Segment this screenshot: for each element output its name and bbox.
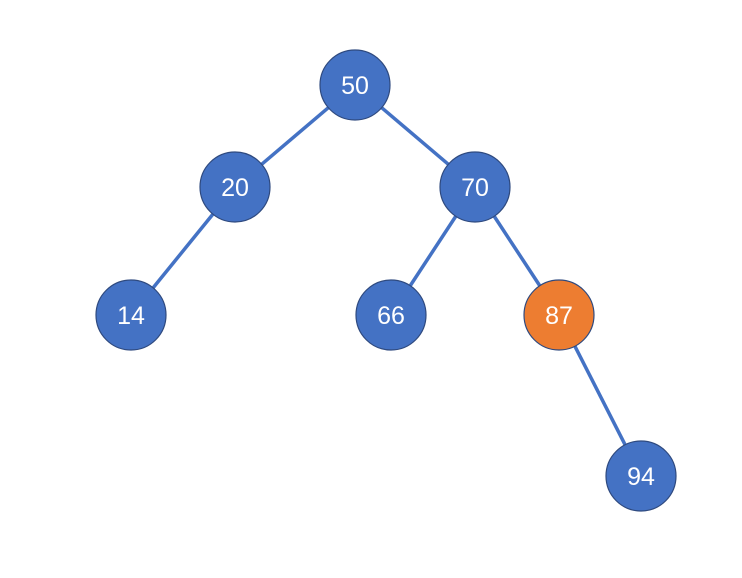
edge-87-94 xyxy=(573,345,627,446)
node-circle xyxy=(95,279,167,351)
tree-node-94: 94 xyxy=(605,440,677,512)
tree-node-50: 50 xyxy=(319,49,391,121)
node-label: 20 xyxy=(221,174,249,202)
node-label: 50 xyxy=(341,72,369,100)
node-circle xyxy=(355,279,427,351)
node-circle xyxy=(605,440,677,512)
nodes-layer: 50 20 70 14 66 87 94 xyxy=(95,49,677,512)
node-label: 14 xyxy=(117,302,145,330)
tree-node-14: 14 xyxy=(95,279,167,351)
edge-50-70 xyxy=(380,106,450,166)
node-circle xyxy=(319,49,391,121)
node-label: 70 xyxy=(461,174,489,202)
node-label: 94 xyxy=(627,463,655,491)
edge-70-87 xyxy=(492,215,542,287)
edges-layer xyxy=(151,106,627,446)
edge-20-14 xyxy=(151,213,215,289)
node-circle xyxy=(439,151,511,223)
node-label: 87 xyxy=(545,302,573,330)
edge-70-66 xyxy=(408,215,458,287)
tree-node-70: 70 xyxy=(439,151,511,223)
tree-node-20: 20 xyxy=(199,151,271,223)
node-circle xyxy=(523,279,595,351)
node-circle xyxy=(199,151,271,223)
tree-node-87: 87 xyxy=(523,279,595,351)
edge-50-20 xyxy=(260,106,330,166)
node-label: 66 xyxy=(377,302,405,330)
tree-node-66: 66 xyxy=(355,279,427,351)
